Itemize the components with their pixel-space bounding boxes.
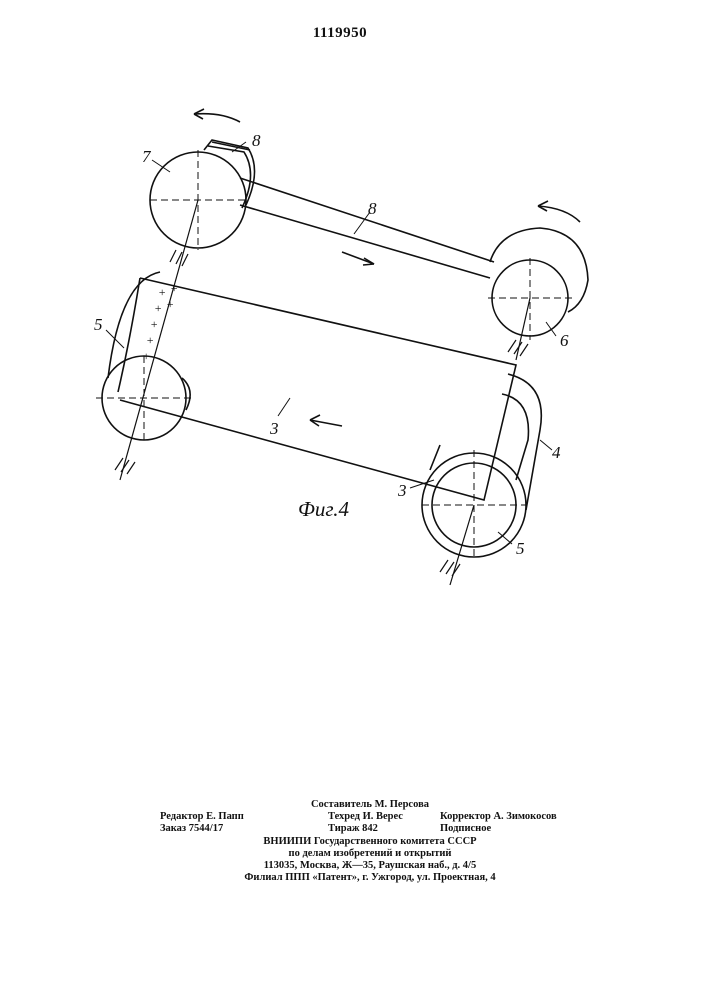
label-belt-3: 3 — [269, 419, 279, 438]
svg-text:+: + — [142, 349, 150, 363]
svg-text:+: + — [170, 281, 178, 295]
label-roller-6: 6 — [560, 331, 569, 350]
svg-text:+: + — [150, 317, 158, 331]
compiler: Составитель М. Персова — [160, 799, 580, 811]
address: 113035, Москва, Ж—35, Раушская наб., д. … — [160, 860, 580, 872]
imprint-block: Составитель М. Персова Редактор Е. Папп … — [160, 799, 580, 884]
order-number: Заказ 7544/17 — [160, 823, 223, 835]
org-line-2: по делам изобретений и открытий — [160, 848, 580, 860]
label-roller-5-left: 5 — [94, 315, 103, 334]
label-roller-3: 3 — [397, 481, 407, 500]
svg-text:+: + — [154, 301, 162, 315]
label-tape-8: 8 — [252, 131, 261, 150]
editor: Редактор Е. Папп — [160, 811, 244, 823]
svg-text:+: + — [158, 285, 166, 299]
label-belt-4: 4 — [552, 443, 561, 462]
label-roller-5-right: 5 — [516, 539, 525, 558]
svg-text:+: + — [146, 333, 154, 347]
corrector: Корректор А. Зимокосов — [440, 811, 557, 823]
label-belt-8: 8 — [368, 199, 377, 218]
circulation: Тираж 842 — [328, 823, 378, 835]
figure-4-drawing: + + + + + + + 7 8 8 6 5 3 4 3 5 Фиг.4 — [0, 0, 707, 640]
branch: Филиал ППП «Патент», г. Ужгород, ул. Про… — [160, 872, 580, 884]
svg-text:+: + — [166, 297, 174, 311]
org-line-1: ВНИИПИ Государственного комитета СССР — [160, 836, 580, 848]
subscription: Подписное — [440, 823, 491, 835]
techred: Техред И. Верес — [328, 811, 403, 823]
belt-8-outline — [240, 205, 490, 278]
label-drum-7: 7 — [142, 147, 152, 166]
figure-caption: Фиг.4 — [298, 497, 350, 521]
